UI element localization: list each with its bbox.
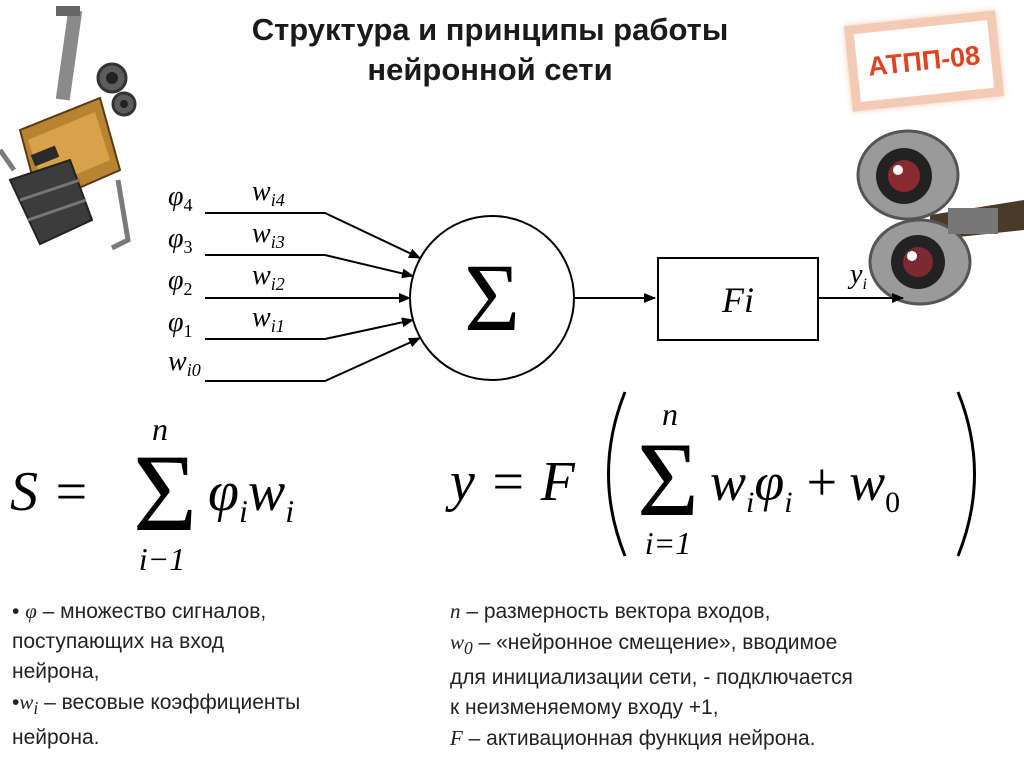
note-n: n – размерность вектора входов,: [450, 599, 771, 623]
formula-output-upper: n: [662, 396, 678, 432]
right-paren: [956, 391, 976, 557]
weight-i4-label: wi4: [252, 176, 285, 210]
formula-sum-upper: n: [152, 411, 168, 447]
page-title: Структура и принципы работы нейронной се…: [150, 10, 830, 90]
note-line: нейрона.: [12, 726, 100, 750]
note-line: к неизменяемому входу +1,: [450, 696, 719, 720]
input-labels: φ4 φ3 φ2 φ1 wi0 wi4 wi3 wi2 wi1: [168, 176, 285, 380]
input-lines: [205, 212, 421, 382]
note-phi: • φ – множество сигналов,: [12, 599, 267, 623]
left-paren: [607, 391, 627, 557]
summation-node: [409, 215, 575, 381]
phi-4-label: φ4: [168, 181, 193, 215]
robot-right-illustration: [856, 129, 1024, 306]
weight-i1-label: wi1: [252, 302, 285, 336]
formula-sum: S = n Σ i−1 φiwi: [10, 411, 294, 577]
summation-symbol: Σ: [464, 244, 520, 351]
robot-left-illustration: [0, 6, 137, 251]
formula-sum-body: φiwi: [208, 461, 294, 529]
formula-output: y = F n Σ i=1 wiφi+w0: [445, 391, 976, 561]
note-activation: F – активационная функция нейрона.: [450, 726, 816, 751]
activation-function-label: Fi: [721, 280, 754, 320]
formula-sum-lower: i−1: [139, 541, 185, 577]
formula-output-body: wiφi+w0: [710, 452, 900, 519]
weight-i2-label: wi2: [252, 260, 285, 294]
activation-function-box: [657, 257, 819, 341]
formula-sum-lhs: S =: [10, 461, 90, 523]
notes-right: n – размерность вектора входов, w0 – «не…: [450, 596, 853, 754]
formula-output-sigma: Σ: [637, 421, 699, 538]
title-line-1: Структура и принципы работы: [251, 12, 729, 47]
formula-output-lower: i=1: [645, 525, 691, 561]
title-line-2: нейронной сети: [367, 52, 613, 87]
weight-i3-label: wi3: [252, 218, 285, 252]
phi-3-label: φ3: [168, 223, 193, 257]
phi-2-label: φ2: [168, 265, 193, 299]
note-bias: w0 – «нейронное смещение», вводимое: [450, 630, 838, 659]
note-line: нейрона,: [12, 660, 100, 683]
note-line: для инициализации сети, - подключается: [450, 666, 853, 690]
note-line: поступающих на вход: [12, 630, 225, 653]
note-weights: •wi – весовые коэффициенты: [12, 690, 301, 719]
notes-left: • φ – множество сигналов, поступающих на…: [12, 596, 300, 753]
formula-sum-sigma: Σ: [133, 432, 197, 554]
formula-output-lhs: y = F: [445, 451, 576, 513]
output-label: yi: [847, 259, 867, 293]
bias-label: wi0: [168, 346, 201, 380]
phi-1-label: φ1: [168, 307, 193, 341]
